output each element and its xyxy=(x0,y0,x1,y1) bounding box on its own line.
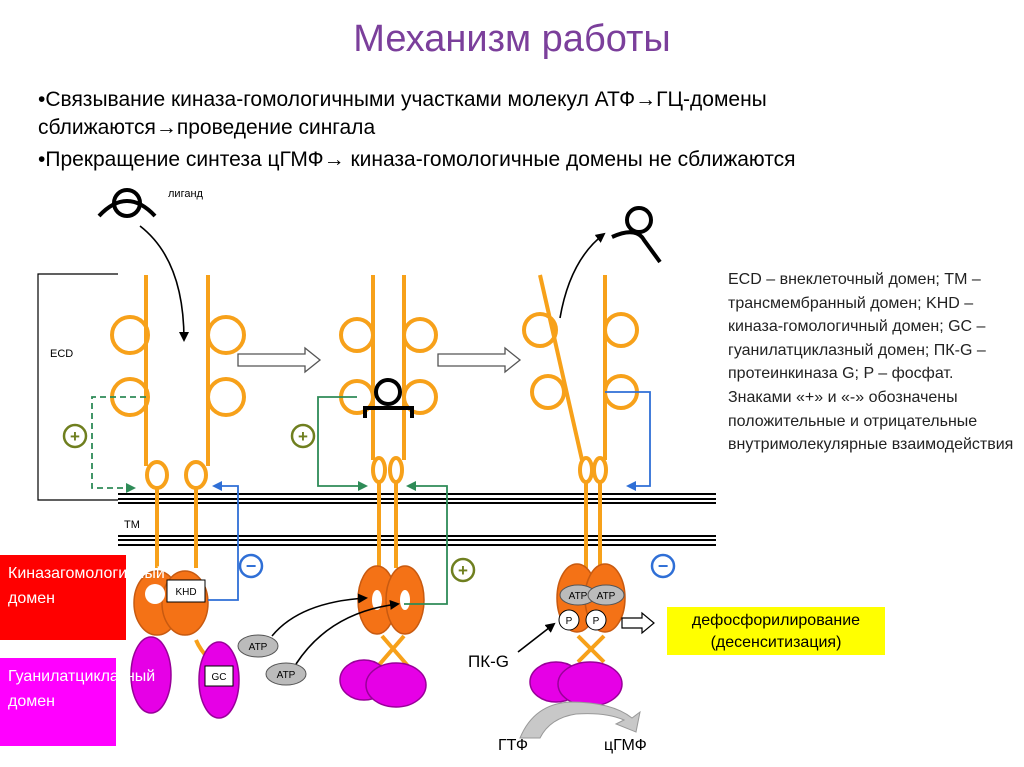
svg-text:+: + xyxy=(70,427,80,446)
receptor-desensitized: ATP ATP P P − ПК-G ГТФ цГМФ xyxy=(468,206,676,754)
ecd-label: ECD xyxy=(50,348,73,360)
gc-domain: GC xyxy=(130,636,240,719)
bullet-termination: •Прекращение синтеза цГМФ→ киназа-гомоло… xyxy=(38,148,796,171)
khd-domain-phospho: ATP ATP P P xyxy=(556,563,626,633)
khd-domain-active xyxy=(357,565,425,635)
khd-label: KHD xyxy=(175,587,196,598)
svg-text:−: − xyxy=(658,556,669,576)
released-ligand-icon xyxy=(611,206,662,264)
bullet-binding-line1: •Связывание киназа-гомологичными участка… xyxy=(38,88,767,111)
plus-sign-3: + xyxy=(450,557,476,583)
plus-sign-2: + xyxy=(290,423,316,449)
plus-sign-1: + xyxy=(62,423,88,449)
receptor-inactive: KHD GC + − лиганд xyxy=(62,188,264,719)
phosphate-label: P xyxy=(566,616,573,627)
svg-text:ATP: ATP xyxy=(569,591,588,602)
minus-sign-2: − xyxy=(650,553,676,579)
khd-domain: KHD xyxy=(133,570,209,636)
abbreviation-legend: ECD – внеклеточный домен; TM – трансмемб… xyxy=(728,271,1014,454)
tm-label: TM xyxy=(124,519,140,531)
svg-text:+: + xyxy=(458,561,468,580)
ecd-bracket xyxy=(37,273,118,501)
bullet-binding-line2: сближаются→проведение сингала xyxy=(38,116,376,139)
receptor-active: + + ATP ATP xyxy=(237,275,476,708)
gc-domain-active xyxy=(339,659,427,708)
transition-arrow-2 xyxy=(437,346,522,374)
svg-text:ATP: ATP xyxy=(249,642,268,653)
minus-sign-1: − xyxy=(238,553,264,579)
pkg-label: ПК-G xyxy=(468,652,509,671)
gtp-label: ГТФ xyxy=(498,737,528,754)
svg-text:ATP: ATP xyxy=(597,591,616,602)
cell-membrane xyxy=(118,493,716,546)
gc-label: GC xyxy=(212,672,227,683)
svg-text:P: P xyxy=(593,616,600,627)
transition-arrow-1 xyxy=(237,346,322,374)
ligand-label: лиганд xyxy=(168,188,204,200)
kinase-homology-domain-box: Киназагомологичный домен xyxy=(0,555,165,640)
page-title: Механизм работы xyxy=(353,18,671,60)
gc-domain-phospho xyxy=(529,661,623,707)
svg-text:ATP: ATP xyxy=(277,670,296,681)
dephosphorylation-box: дефосфорилирование (десенситизация) xyxy=(667,607,885,655)
atp-molecule-2: ATP xyxy=(265,662,307,686)
svg-text:−: − xyxy=(246,556,257,576)
guanylate-cyclase-domain-box: Гуанилатциклазный домен xyxy=(0,658,155,746)
bound-ligand-icon xyxy=(363,378,414,418)
atp-molecule-1: ATP xyxy=(237,634,279,658)
svg-text:+: + xyxy=(298,427,308,446)
cgmp-label: цГМФ xyxy=(604,737,647,754)
ligand-icon xyxy=(97,188,157,218)
